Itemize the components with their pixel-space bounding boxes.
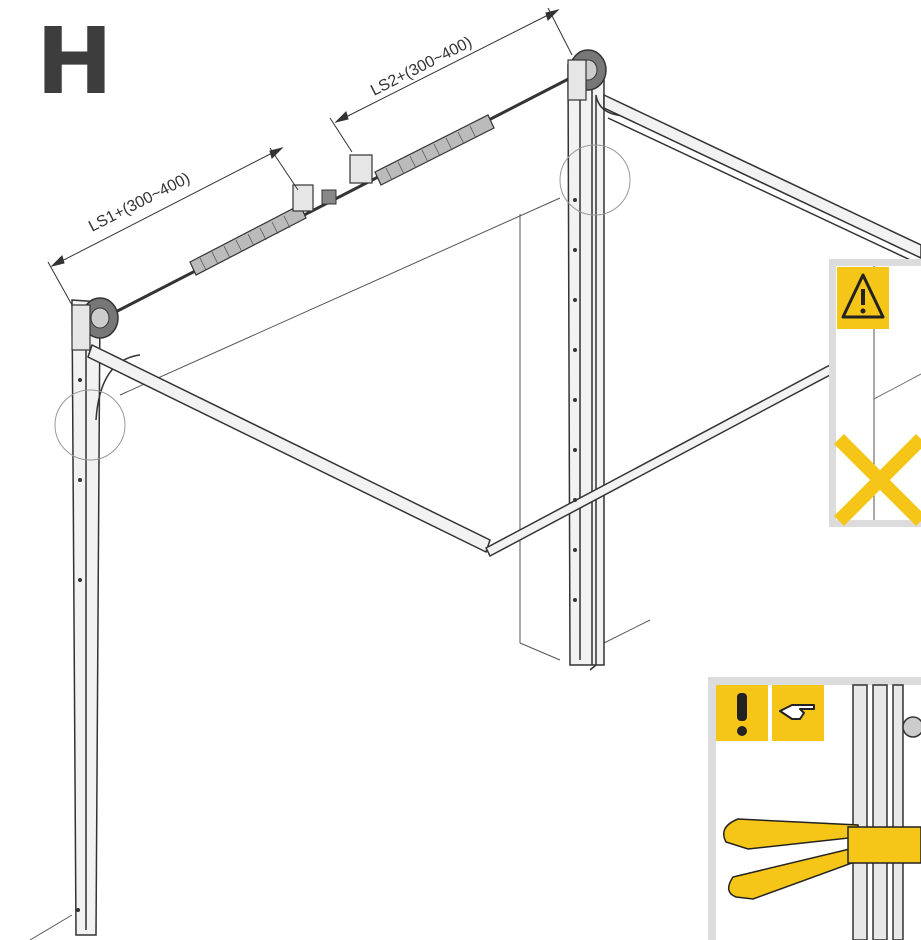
- left-vertical-track: [71, 299, 141, 936]
- spring-bracket: [292, 184, 314, 212]
- dimension-ls1: [47, 147, 299, 306]
- right-spring: [321, 114, 495, 205]
- dimension-ls1-label: LS1+(300~400): [86, 170, 193, 236]
- spring-bracket: [349, 154, 373, 184]
- notice-panel: [708, 677, 921, 940]
- right-cable-drum: [567, 49, 607, 101]
- detail-circle-left: [54, 389, 126, 461]
- dimension-ls2: [329, 7, 573, 153]
- left-spring: [189, 184, 314, 276]
- torsion-shaft: [99, 70, 583, 322]
- warning-panel: [829, 259, 921, 527]
- dimension-ls2-label: LS2+(300~400): [368, 34, 475, 100]
- clamp-pliers-icon: [723, 818, 921, 900]
- horizontal-tracks: [87, 93, 921, 558]
- right-vertical-track: [567, 63, 641, 671]
- cross-mark-icon: [834, 434, 921, 526]
- shaft-coupling: [321, 189, 337, 205]
- left-cable-drum: [71, 297, 119, 351]
- track-holes: [76, 198, 577, 912]
- detail-circle-right: [559, 144, 631, 216]
- step-letter: H: [36, 8, 113, 115]
